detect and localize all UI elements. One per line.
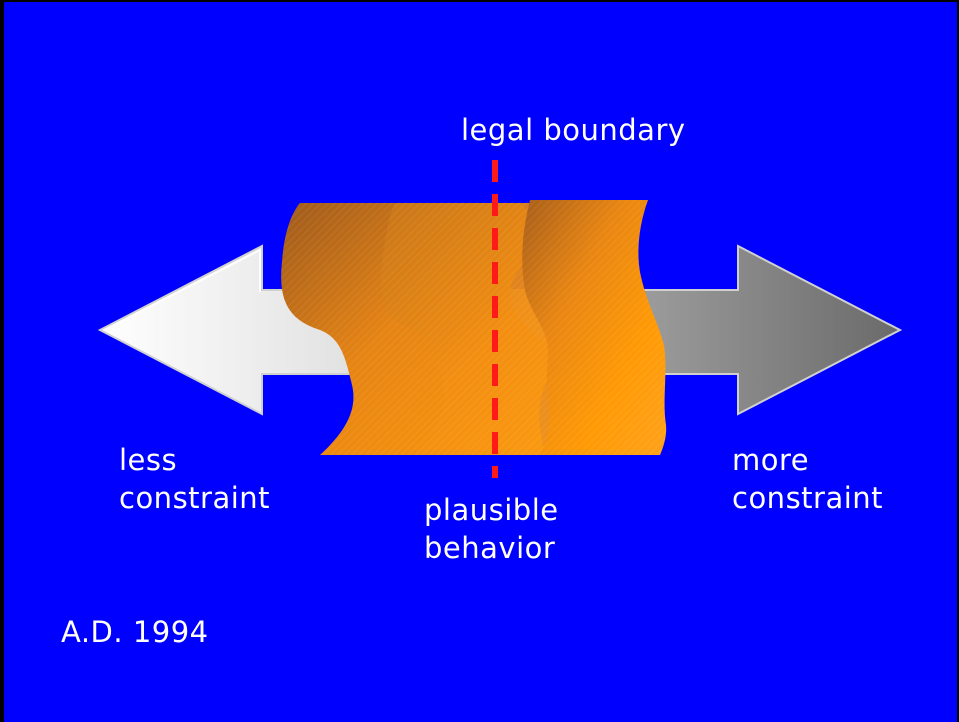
plausible-behavior-band	[281, 200, 667, 455]
more-constraint-line-2: constraint	[732, 480, 884, 515]
band-hatch-overlay	[281, 200, 667, 455]
less-constraint-line-1: less	[119, 443, 178, 477]
plausible-behavior-line-2: behavior	[424, 530, 556, 565]
plausible-behavior-label: plausible behavior	[424, 492, 559, 567]
slide-border-left	[0, 0, 4, 722]
more-constraint-label: more constraint	[732, 442, 883, 517]
double-arrow-highlight	[103, 248, 261, 331]
less-constraint-line-2: constraint	[119, 480, 271, 515]
less-constraint-label: less constraint	[119, 442, 270, 517]
slide-border-top	[0, 0, 959, 2]
slide-border-right	[957, 0, 959, 722]
legal-boundary-label: legal boundary	[461, 113, 686, 147]
plausible-behavior-line-1: plausible	[424, 493, 559, 527]
credit-label: A.D. 1994	[61, 615, 209, 649]
more-constraint-line-1: more	[732, 443, 810, 477]
